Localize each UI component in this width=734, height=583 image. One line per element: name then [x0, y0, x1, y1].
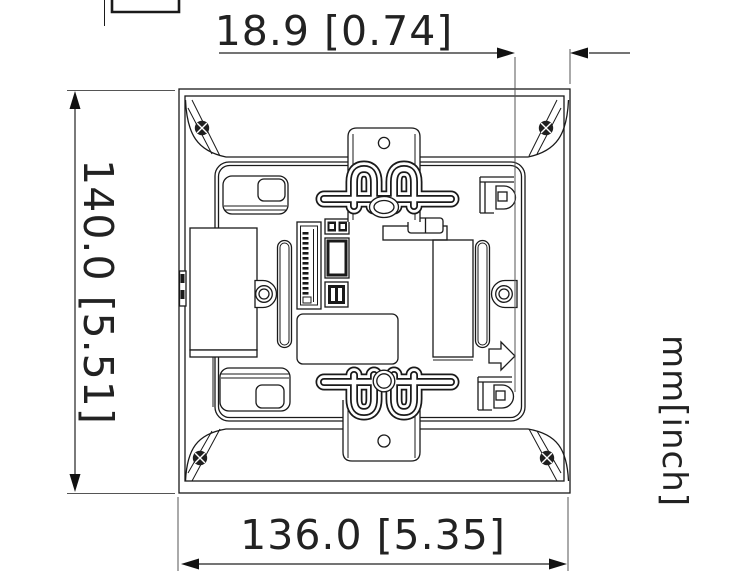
clip-top-right: [479, 176, 517, 214]
pocket-notch-top-left: [222, 175, 289, 215]
pocket-notch-bottom-left: [219, 367, 291, 412]
units-note: mm[inch]: [654, 335, 694, 507]
connector-middle: [324, 237, 350, 279]
screw-icon: [539, 450, 555, 466]
dimension-top-label: 18.9 [0.74]: [215, 7, 454, 55]
dimension-left-label: 140.0 [5.51]: [74, 159, 122, 425]
terminal-connector-strip: [296, 221, 322, 310]
corner-screws: [192, 120, 555, 466]
dimension-bottom-label: 136.0 [5.35]: [240, 511, 506, 559]
dimension-left: 140.0 [5.51]: [67, 90, 175, 494]
connector-small-top: [324, 218, 350, 235]
screw-icon: [192, 450, 208, 466]
screw-icon: [194, 120, 210, 136]
dimension-bottom: 136.0 [5.35]: [177, 497, 569, 571]
cropped-view-fragment: [104, 0, 181, 26]
screw-tab-right: [490, 279, 518, 309]
component-rect-right: [432, 239, 474, 361]
dimension-top: 18.9 [0.74]: [215, 7, 630, 392]
label-area: [296, 313, 399, 365]
bracket-holes: [368, 136, 400, 448]
right-arrow-icon: [488, 340, 516, 372]
left-rim-slot: [178, 270, 187, 307]
left-module-block: [189, 227, 258, 407]
units-note-label: mm[inch]: [654, 335, 694, 507]
screw-tab-left: [254, 279, 278, 309]
vertical-slots: [276, 239, 491, 349]
clip-bottom-right: [477, 376, 515, 411]
screw-icon: [538, 120, 554, 136]
connector-bottom: [324, 281, 349, 308]
